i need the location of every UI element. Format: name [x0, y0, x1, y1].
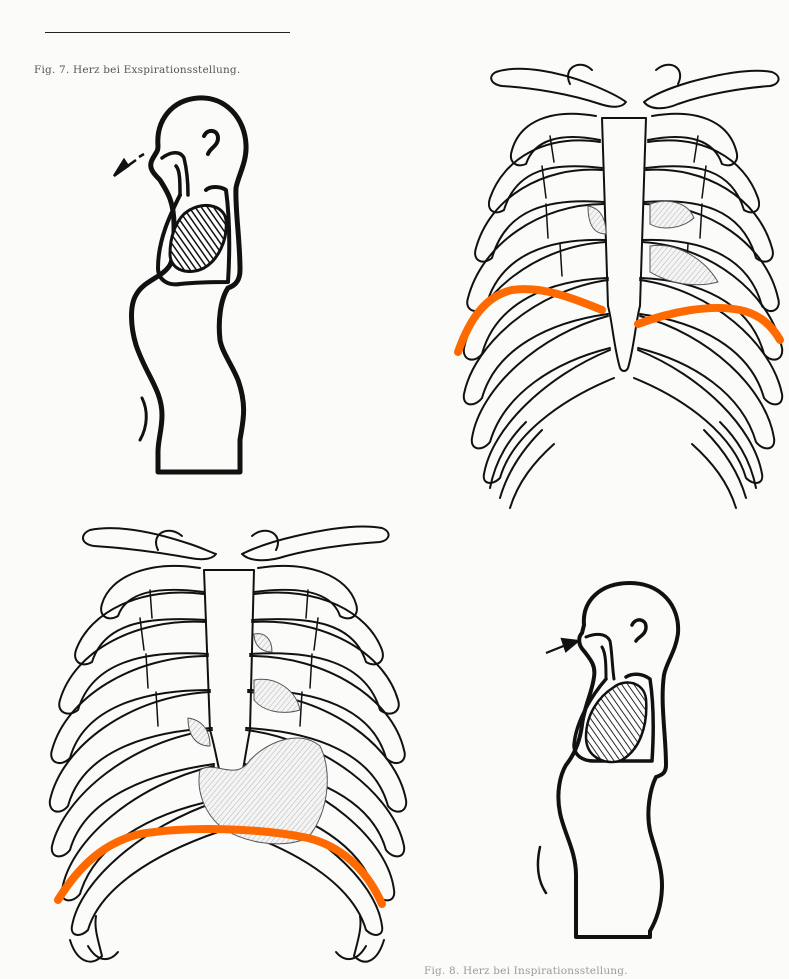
fig8-caption: Fig. 8. Herz bei Inspirationsstellung. [424, 965, 628, 977]
fig8-ear [632, 620, 646, 641]
diaphragm-line-inspiration [58, 829, 382, 904]
fig7-breath-arrow [114, 154, 144, 176]
fig8-breath-arrow [546, 639, 578, 653]
heart-shading [188, 634, 327, 844]
left-clavicle [491, 69, 626, 107]
left-clavicle [83, 528, 216, 559]
left-ribs [50, 566, 218, 962]
fig7-hip-mark [140, 398, 146, 440]
fig8-torso-silhouette [520, 575, 700, 950]
sternum [602, 118, 646, 371]
top-rule [45, 32, 290, 33]
fig8-hip-mark [538, 847, 546, 893]
fig7-ear [204, 131, 218, 154]
left-ribs [464, 114, 614, 508]
right-clavicle [644, 71, 779, 109]
ribcage-expiration-figure [450, 58, 789, 520]
fig7-heart [170, 205, 226, 271]
ribcage-inspiration-figure [40, 520, 410, 979]
fig7-torso-silhouette [100, 90, 270, 490]
fig7-caption: Fig. 7. Herz bei Exspirationsstellung. [34, 64, 240, 76]
